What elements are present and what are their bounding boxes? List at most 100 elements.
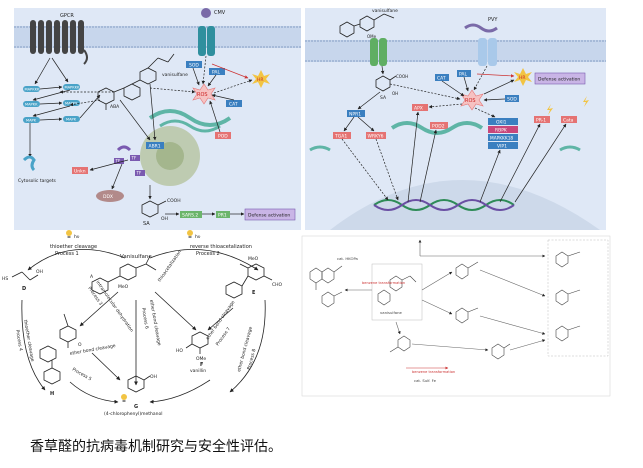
pod-label: POD [218, 134, 228, 140]
compound-f-structure [185, 331, 209, 354]
vanisulfane-structure [377, 275, 417, 306]
pvy-label: PVY [488, 17, 498, 23]
sod-box [505, 95, 519, 102]
hv-label: hν [195, 234, 201, 240]
kinase-label: MAPKKK [65, 86, 80, 90]
sars-box [180, 211, 202, 218]
sa-label: SA [143, 221, 150, 227]
cat-label: CAT [229, 102, 238, 108]
sa-label: SA [380, 95, 387, 101]
ros-label: ROS [465, 98, 476, 104]
product-box [547, 239, 609, 357]
kinase-label: MAPKK [25, 103, 38, 107]
tga1-label: TGA1 [334, 134, 347, 140]
gene-label: OXI1 [496, 120, 507, 126]
er-organelle-icon [148, 109, 232, 127]
gene-label: VIP1 [497, 144, 507, 150]
right-structures [389, 251, 581, 360]
cytosolic-target-icon [22, 155, 36, 172]
a-label: A [90, 274, 94, 280]
compound-h-structure [43, 360, 61, 385]
f-ome-label: OMe [196, 356, 206, 362]
sa-oh-label: OH [161, 216, 168, 222]
bottom-note-label: cat. Sulf. Fe [414, 378, 437, 383]
pal-box [457, 70, 471, 77]
tf-label: TF [136, 171, 142, 176]
kinase-label: MAPKKK [25, 88, 40, 92]
d-hs-label: HS [2, 276, 8, 282]
tf-label: TF [115, 159, 121, 164]
f-name-label: vanillin [190, 368, 206, 374]
f-ho-label: HO [176, 348, 183, 354]
process1-num: Process 1 [55, 251, 79, 257]
apx-label: APX [414, 106, 423, 112]
process6-desc: ether bond cleavage [148, 299, 162, 346]
compound-g-structure [127, 375, 151, 393]
gene-label: MAPKKK18 [490, 136, 513, 142]
compound-e-structure [225, 263, 273, 299]
vanisulfane-structure [339, 13, 395, 38]
sa-structure [141, 200, 167, 218]
e-cho-label: CHO [272, 282, 283, 288]
meo-label: MeO [118, 284, 129, 290]
sars-label: SARS.2 [182, 213, 198, 219]
cmv-virus-icon [201, 8, 211, 18]
e-label: E [252, 290, 256, 296]
defense-label: Defense activation [248, 213, 290, 219]
abr1-box [146, 142, 164, 149]
cata-label: Cata [563, 118, 574, 124]
h-label: H [50, 391, 54, 397]
gpcr-label: GPCR [60, 13, 74, 19]
lightning-icon [547, 104, 553, 115]
d-label: D [22, 286, 26, 292]
g-label: G [134, 404, 138, 410]
hr-label: HR [257, 77, 264, 83]
cat-label: CAT [437, 76, 446, 82]
receptor-channel [370, 38, 378, 66]
sa-structure [375, 75, 397, 92]
hr-label: HR [519, 75, 526, 81]
f-label: F [200, 362, 203, 368]
g-oh-label: OH [150, 374, 157, 380]
ddx-label: DDX [103, 194, 113, 200]
sod-box [186, 61, 202, 68]
ros-burst-icon [460, 89, 484, 111]
pal-label: PAL [459, 72, 468, 78]
ddx-organelle-icon [96, 190, 124, 202]
panel-c: hν hν thioether cleavage Process 1 rever… [2, 230, 283, 417]
pod-box [215, 132, 231, 139]
cat-box [226, 100, 242, 107]
red-bottom-label: benzene transformation [412, 370, 455, 374]
pal-label: PAL [212, 70, 221, 76]
center-box [371, 263, 423, 321]
aba-label: ABA [110, 104, 120, 110]
nucleus [330, 180, 600, 230]
process2-num: Process 2 [196, 251, 220, 257]
ros-burst-icon [192, 83, 216, 105]
defense-box [244, 208, 296, 221]
tf-label: TF [131, 156, 137, 161]
apx-box [412, 104, 428, 111]
tga1-box [333, 132, 351, 139]
process4-label: Process 4 [14, 329, 24, 351]
pal-box [209, 68, 225, 75]
sa-cooh-label: COOH [167, 198, 181, 204]
process3-label: intramolecular dehydration [94, 280, 134, 334]
left-structure [309, 265, 343, 308]
lightbulb-icon [187, 230, 193, 236]
pr1-box [534, 116, 550, 123]
vanisulfane-center-label: Vanisulfane [120, 254, 152, 260]
npr1-box [347, 110, 365, 117]
g-name-label: (4-chlorophenyl)methanol [104, 411, 162, 417]
kinase-label: MAPK [66, 118, 77, 122]
panel-b: vanisulfane OMe PVY COOH OH SA CAT PAL H… [305, 8, 606, 230]
pvy-virus-icon [464, 23, 498, 33]
intermediate-structure [39, 313, 77, 363]
gpcr-receptor [30, 20, 88, 65]
dna-helix-icon [373, 199, 515, 211]
process7-desc: ether bond cleavage [205, 299, 237, 341]
panel-d: cat. HKOPa vanisulfane [301, 235, 611, 397]
tf-icon [116, 145, 132, 152]
vanisulfane-structure [123, 53, 175, 101]
cata-box [561, 116, 577, 123]
